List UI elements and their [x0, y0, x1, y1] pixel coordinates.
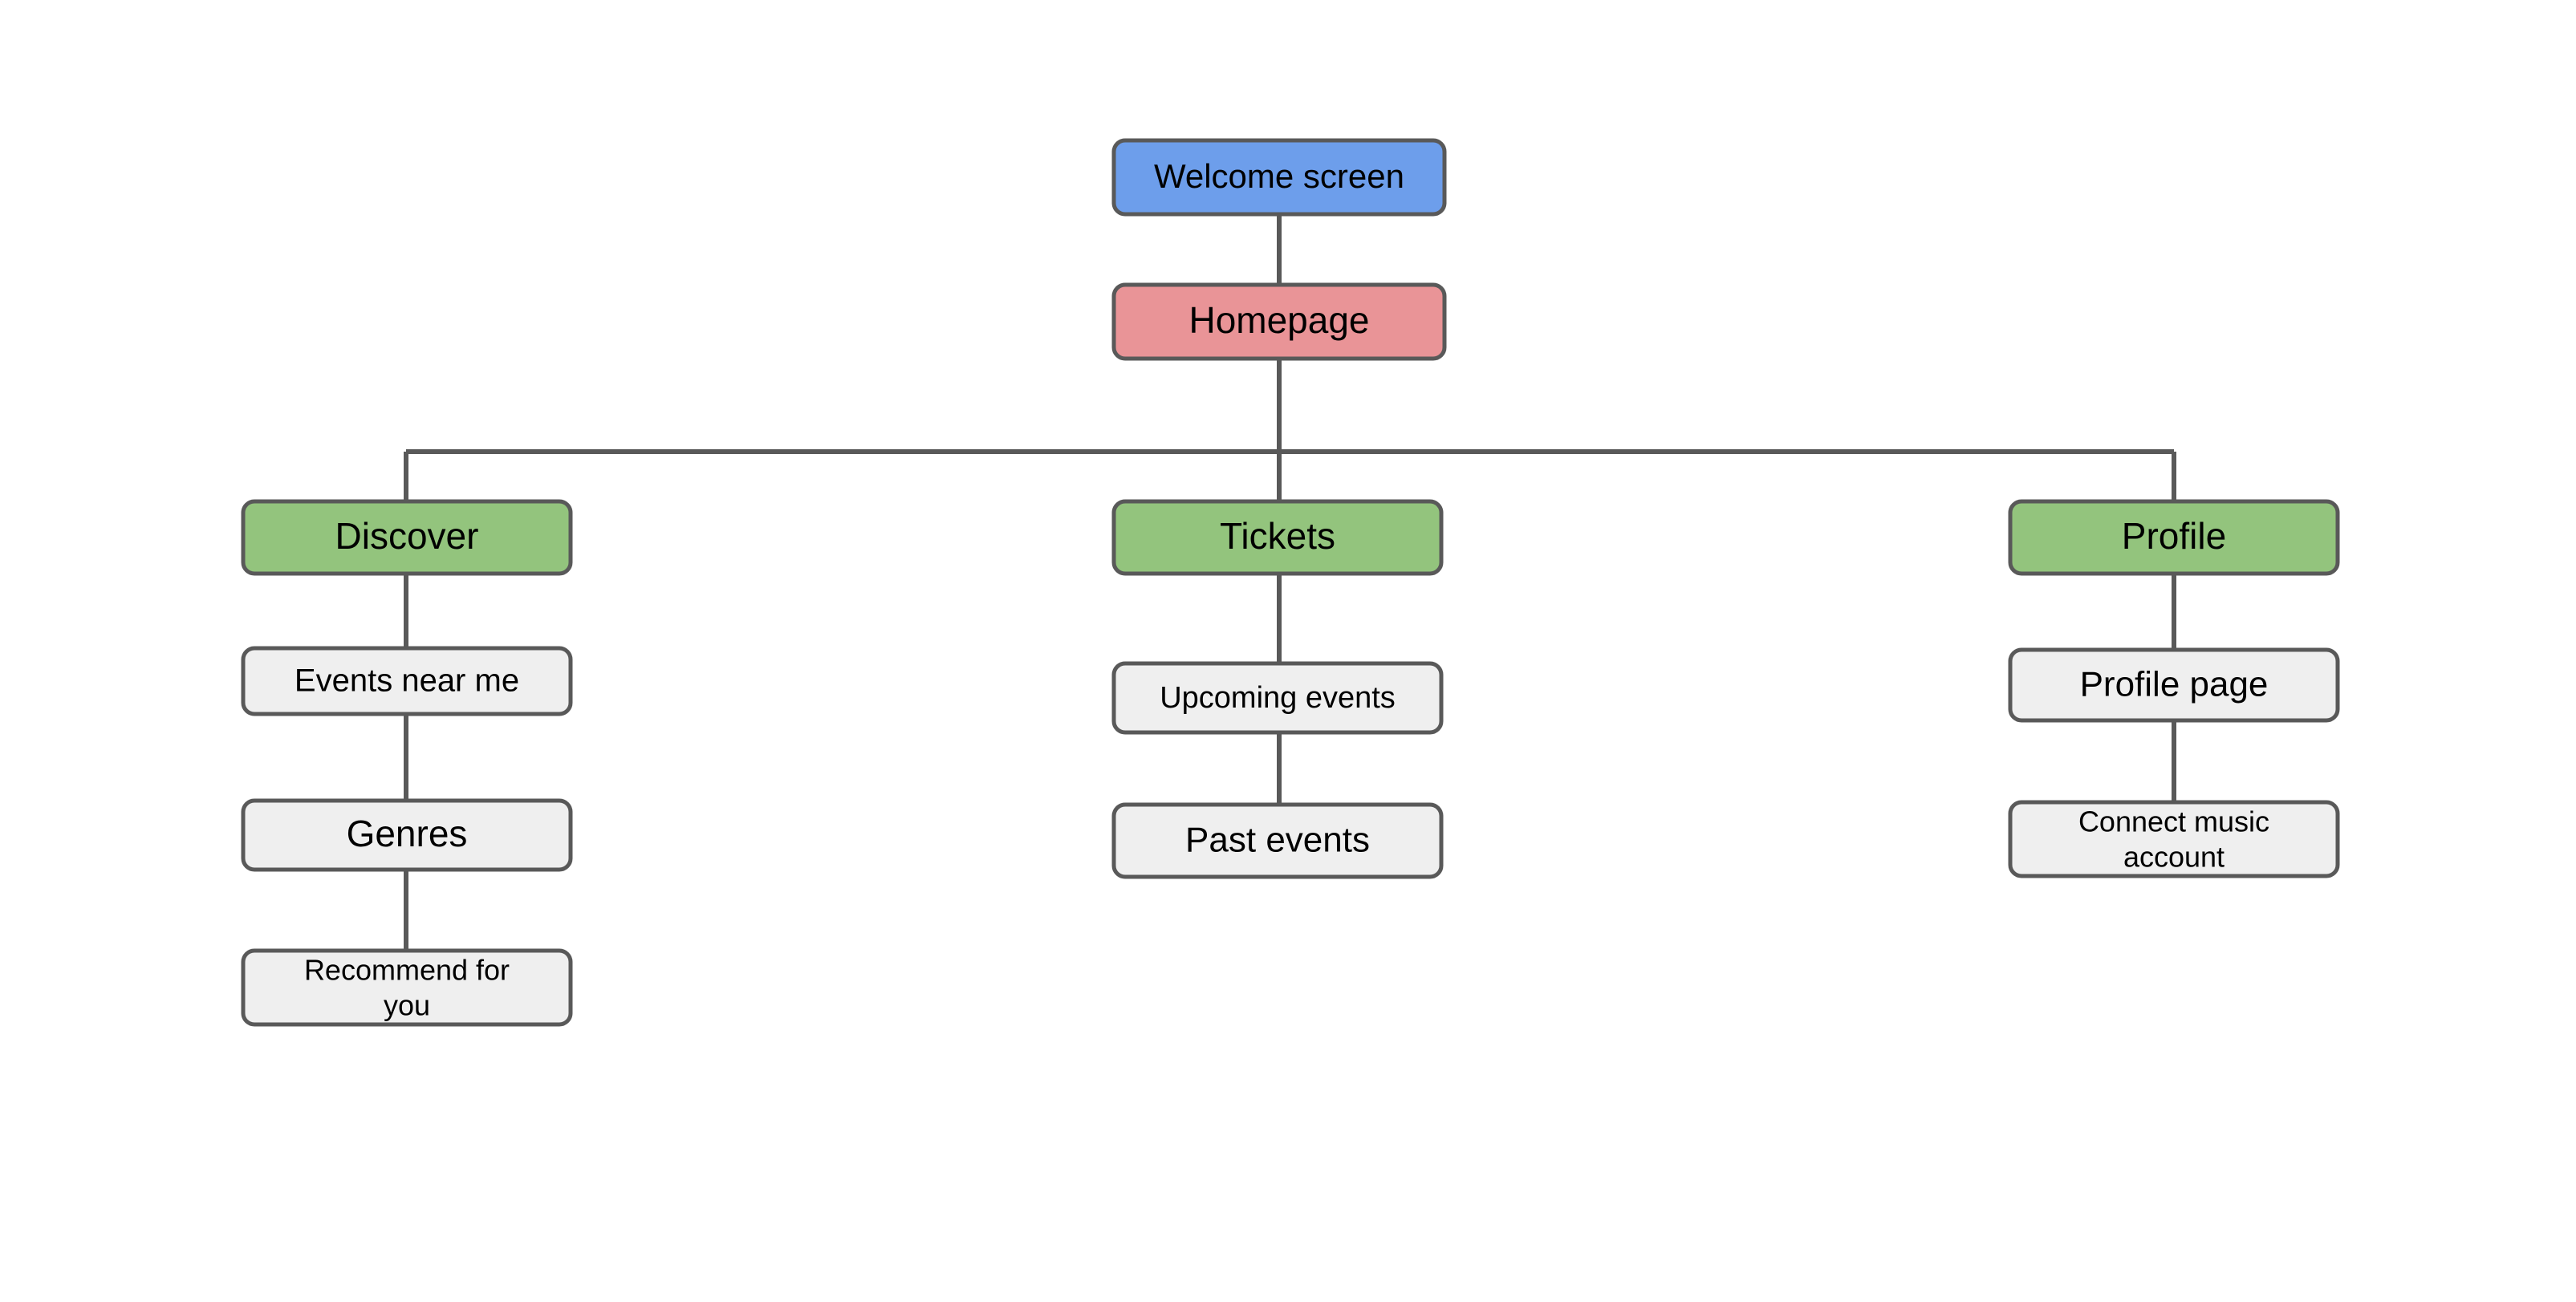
node-events-near-me[interactable]: Events near me	[241, 646, 573, 716]
node-upcoming-events-box[interactable]	[1111, 661, 1444, 735]
node-tickets-box[interactable]	[1111, 499, 1444, 576]
node-past-events-label: Past events	[1185, 821, 1370, 860]
node-connect-music-account-label-line2: account	[2123, 841, 2225, 874]
node-connect-music-account-box[interactable]	[2008, 800, 2340, 878]
node-recommend-for-you-box[interactable]	[241, 948, 573, 1027]
node-discover-label: Discover	[335, 515, 479, 557]
node-connect-music-account[interactable]: Connect music account	[2008, 800, 2340, 878]
connector-layer	[404, 214, 2176, 951]
node-events-near-me-box[interactable]	[241, 646, 573, 716]
node-welcome-screen[interactable]: Welcome screen	[1111, 138, 1447, 217]
node-genres[interactable]: Genres	[241, 798, 573, 872]
node-profile[interactable]: Profile	[2008, 499, 2340, 576]
node-profile-page[interactable]: Profile page	[2008, 647, 2340, 723]
node-homepage-box[interactable]	[1111, 282, 1447, 361]
node-homepage-label: Homepage	[1188, 299, 1369, 341]
node-profile-page-box[interactable]	[2008, 647, 2340, 723]
node-recommend-for-you[interactable]: Recommend for you	[241, 948, 573, 1027]
node-recommend-for-you-label-line2: you	[384, 989, 430, 1022]
node-connect-music-account-label-line1: Connect music	[2078, 805, 2269, 838]
node-discover-box[interactable]	[241, 499, 573, 576]
node-homepage[interactable]: Homepage	[1111, 282, 1447, 361]
node-past-events-box[interactable]	[1111, 802, 1444, 879]
node-discover[interactable]: Discover	[241, 499, 573, 576]
node-recommend-for-you-label-line1: Recommend for	[304, 954, 510, 987]
node-profile-box[interactable]	[2008, 499, 2340, 576]
node-past-events[interactable]: Past events	[1111, 802, 1444, 879]
node-genres-box[interactable]	[241, 798, 573, 872]
node-upcoming-events-label: Upcoming events	[1160, 681, 1396, 715]
node-tickets-label: Tickets	[1220, 515, 1335, 557]
node-tickets[interactable]: Tickets	[1111, 499, 1444, 576]
node-welcome-screen-box[interactable]	[1111, 138, 1447, 217]
node-profile-page-label: Profile page	[2080, 665, 2269, 704]
node-welcome-screen-label: Welcome screen	[1154, 157, 1404, 195]
node-profile-label: Profile	[2122, 515, 2226, 557]
node-events-near-me-label: Events near me	[295, 663, 519, 699]
node-genres-label: Genres	[347, 813, 468, 854]
node-upcoming-events[interactable]: Upcoming events	[1111, 661, 1444, 735]
